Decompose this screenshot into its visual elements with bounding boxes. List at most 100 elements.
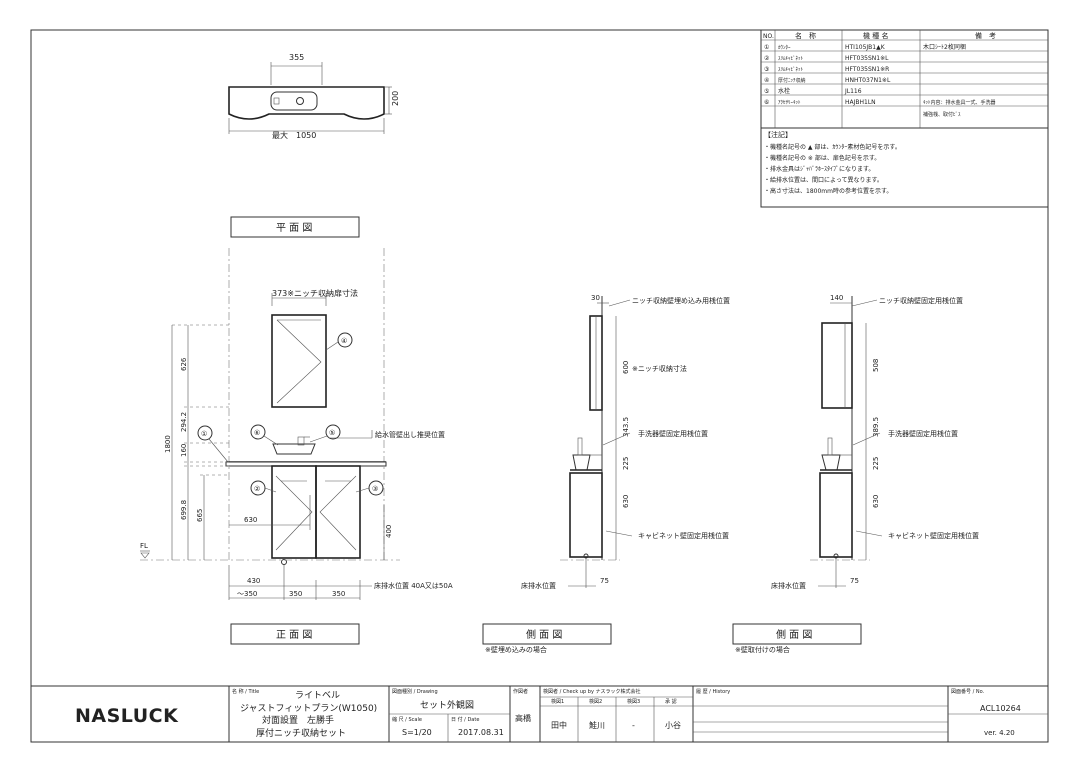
balloon-2: ② [250,480,277,496]
title-line-1: ライトベル [295,690,340,701]
side2-label-basin: 手洗器壁固定用桟位置 [888,429,958,438]
cabinet-left [271,465,317,559]
dim-430: 430 [247,577,260,585]
row-name: ｽﾘﾑｷｬﾋﾞﾈｯﾄ [778,55,804,62]
check-value: 鮭川 [589,720,605,730]
row-note: 補強桟、取付ﾋﾞｽ [923,111,961,118]
check-col: 検図2 [589,698,602,705]
basin-plan [270,91,318,111]
author-value: 高橋 [515,713,531,723]
drawing-no-value: ACL10264 [980,704,1021,713]
table-header-no: NO. [763,33,774,40]
side2-drain: 床排水位置 [771,581,806,590]
row-model: HAJBH1LN [845,99,876,106]
check-value: 小谷 [665,721,681,730]
balloon-3: ③ [355,480,384,496]
date-label: 日 付 / Date [451,716,479,723]
dim-626: 626 [180,357,188,371]
row-no: ④ [764,77,769,84]
side1-title: 側 面 図 [526,628,562,641]
cabinet-right [315,465,361,559]
title-line-3: 対面設置 左勝手 [262,714,334,726]
drawing-value: セット外観図 [420,699,474,711]
niche-side-mounted [821,322,853,409]
side1-dim-630: 630 [622,495,630,508]
side2-label-cabinet: キャビネット壁固定用桟位置 [888,531,979,540]
note-line: ・機種名記号の ▲ 部は、ｶｳﾝﾀｰ素材色記号を示す。 [764,143,901,151]
water-supply-label: 給水管壁出し推奨位置 [375,430,445,439]
table-row: ⑤ 水栓 JL116 [764,87,862,95]
title-line-2: ジャストフィットプラン(W1050) [240,703,377,714]
parts-table: NO. 名 称 機 種 名 備 考 ① ｶｳﾝﾀｰ HTI105JB1▲K 木口… [760,29,1049,208]
basin-side [572,454,591,471]
drain-position-label: 床排水位置 40A又は50A [374,581,453,590]
table-header-name: 名 称 [795,31,816,40]
svg-text:②: ② [254,485,260,493]
bottom-dim: 350 [332,590,345,598]
table-row: ① ｶｳﾝﾀｰ HTI105JB1▲K 木口ｼｰﾄ2枚同梱 [764,43,966,51]
check-col: 検図3 [627,698,640,705]
row-note: ｷｯﾄ内容：排水金具一式、手洗器 [923,99,996,106]
plan-dim-max: 最大 1050 [272,130,316,140]
plan-title: 平 面 図 [276,222,312,234]
front-title: 正 面 図 [276,629,312,641]
side1-subtitle: ※壁埋め込みの場合 [485,645,547,654]
cabinet-side [569,472,603,558]
note-line: ・給排水位置は、間口によって異なります。 [764,176,883,184]
scale-value: S=1/20 [402,728,432,737]
row-name: ｶｳﾝﾀｰ [778,45,791,51]
svg-text:⑤: ⑤ [329,429,335,437]
total-height-dim: 1800 [164,435,172,453]
history-label: 履 歴 / History [696,689,730,695]
side2-subtitle: ※壁取付けの場合 [735,645,790,654]
row-model: HFT035SN1※R [845,66,889,73]
side1-label-basin: 手洗器壁固定用桟位置 [638,429,708,438]
check-label: 検図者 / Check up by ナスラック株式会社 [543,688,641,695]
side1-dim-600: 600 [622,361,630,374]
bottom-dim: ～350 [237,590,257,598]
table-header-note: 備 考 [975,31,996,40]
dim-665: 665 [196,509,204,522]
dim-400: 400 [385,525,393,538]
side2-dim-75: 75 [850,577,859,585]
row-note: 木口ｼｰﾄ2枚同梱 [923,43,966,51]
row-model: HTI105JB1▲K [845,44,886,51]
basin-front [272,443,316,455]
side2-dim-top: 140 [830,294,843,302]
drawing-label: 図面種別 / Drawing [392,688,438,695]
row-name: ｽﾘﾑｷｬﾋﾞﾈｯﾄ [778,66,804,73]
svg-text:③: ③ [372,485,378,493]
side1-drain: 床排水位置 [521,581,556,590]
svg-text:①: ① [201,430,207,438]
side-view-mounted: 140 ニッチ収納壁固定用桟位置 508 389.5 225 630 手洗器壁固… [732,294,979,654]
check-value: 田中 [551,720,567,730]
dim-160: 160 [180,444,188,457]
niche-storage-front [271,314,327,408]
dim-630-front: 630 [244,516,257,524]
balloon-5: ⑤ [309,424,341,443]
table-row: ③ ｽﾘﾑｷｬﾋﾞﾈｯﾄ HFT035SN1※R [764,66,889,73]
title-label: 名 称 / Title [232,688,259,695]
svg-text:④: ④ [341,337,347,345]
note-line: ・高さ寸法は、1800mm時の参考位置を示す。 [764,187,892,195]
side2-title-box [732,623,862,645]
drawing-no-label: 図面番号 / No. [951,688,985,695]
plan-view: 355 200 最大 1050 平 面 図 [228,53,400,238]
author-label: 作図者 [513,688,528,695]
drain-plan-icon [296,97,304,105]
side1-dim-75: 75 [600,577,609,585]
side1-dim-top: 30 [591,294,600,302]
cabinet-side-mounted [819,472,853,558]
title-block: NASLUCK 名 称 / Title ライトベル ジャストフィットプラン(W1… [30,685,1049,743]
side2-dim-225: 225 [872,457,880,470]
plan-title-box [230,216,360,238]
version: ver. 4.20 [984,729,1015,737]
bottom-dim: 350 [289,590,302,598]
table-header-model: 機 種 名 [863,31,888,40]
niche-door-note: 373※ニッチ収納扉寸法 [272,288,358,298]
row-name: 水栓 [778,87,790,95]
date-value: 2017.08.31 [458,728,504,737]
side1-label-cabinet: キャビネット壁固定用桟位置 [638,531,729,540]
row-name: ｱｸｾｻﾘｰｷｯﾄ [778,100,801,106]
side2-dim-630: 630 [872,495,880,508]
